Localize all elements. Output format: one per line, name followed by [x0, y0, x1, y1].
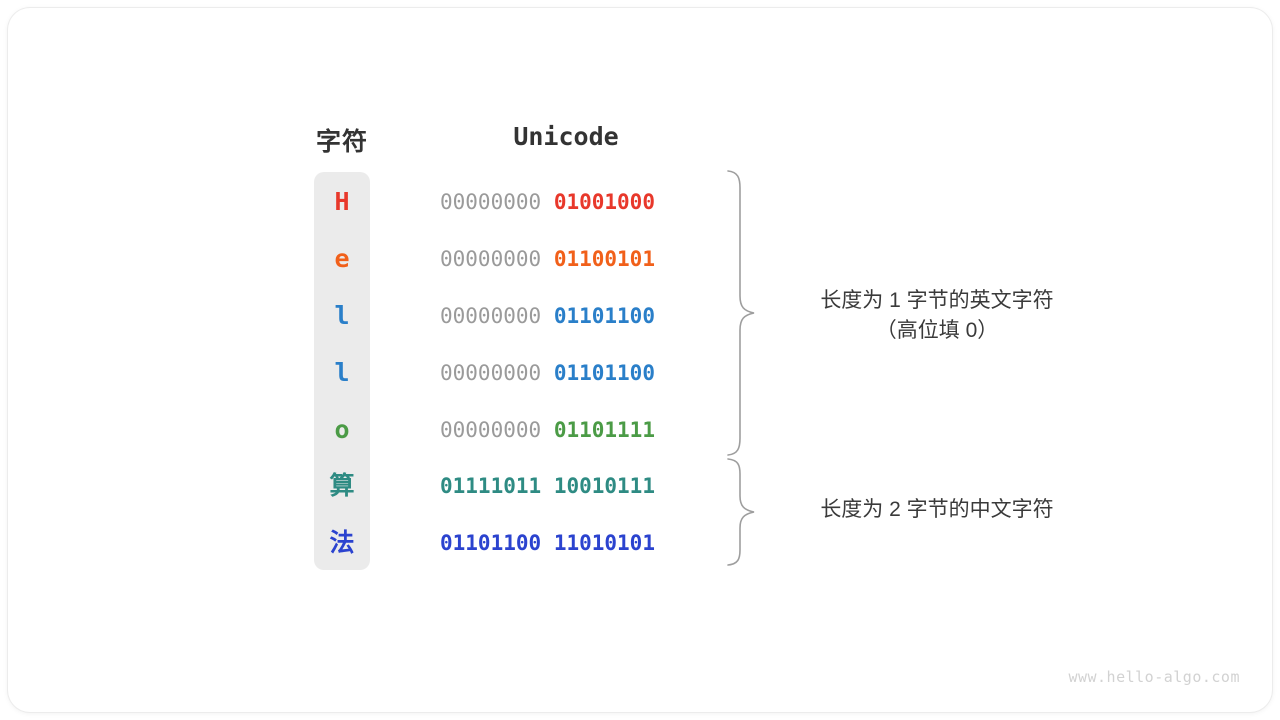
table-row: e 00000000 01100101 [8, 243, 1272, 275]
unicode-bits-cell: 00000000 01100101 [440, 243, 692, 275]
figure-card: 字符 Unicode H 00000000 01001000 e 00000000 0… [8, 8, 1272, 712]
annotation-cjk-group: 长度为 2 字节的中文字符 [820, 498, 1054, 521]
character-cell: l [334, 301, 350, 330]
table-row: H 00000000 01001000 [8, 186, 1272, 218]
low-byte: 10010111 [553, 474, 655, 498]
low-byte: 11010101 [553, 531, 655, 555]
character-cell: o [334, 415, 350, 444]
low-byte: 01101111 [553, 418, 655, 442]
character-cell: 算 [329, 472, 355, 500]
brace-ascii-group [727, 170, 755, 456]
unicode-bits-cell: 00000000 01101100 [440, 357, 692, 389]
table-row: 法 01101100 11010101 [8, 527, 1272, 559]
high-byte: 00000000 [440, 418, 542, 442]
character-column-strip [314, 172, 370, 570]
high-byte: 00000000 [440, 304, 542, 328]
annotation-ascii-group: 长度为 1 字节的英文字符 （高位填 0） [820, 289, 1054, 342]
low-byte: 01101100 [553, 304, 655, 328]
character-cell: 法 [329, 529, 355, 557]
high-byte: 01111011 [440, 474, 542, 498]
high-byte: 00000000 [440, 361, 542, 385]
character-cell: l [334, 358, 350, 387]
unicode-bits-cell: 00000000 01001000 [440, 186, 692, 218]
column-header-character: 字符 [315, 128, 368, 156]
table-row: o 00000000 01101111 [8, 414, 1272, 446]
table-row: 算 01111011 10010111 [8, 470, 1272, 502]
unicode-bits-cell: 01101100 11010101 [440, 527, 692, 559]
high-byte: 01101100 [440, 531, 542, 555]
unicode-bits-cell: 01111011 10010111 [440, 470, 692, 502]
table-row: l 00000000 01101100 [8, 357, 1272, 389]
unicode-bits-cell: 00000000 01101100 [440, 300, 692, 332]
unicode-bits-cell: 00000000 01101111 [440, 414, 692, 446]
character-cell: e [334, 244, 350, 273]
low-byte: 01100101 [553, 247, 655, 271]
high-byte: 00000000 [440, 190, 542, 214]
character-cell: H [334, 187, 350, 216]
high-byte: 00000000 [440, 247, 542, 271]
low-byte: 01001000 [553, 190, 655, 214]
column-header-unicode: Unicode [513, 122, 619, 151]
low-byte: 01101100 [553, 361, 655, 385]
brace-cjk-group [727, 458, 755, 566]
table-row: l 00000000 01101100 [8, 300, 1272, 332]
watermark: www.hello-algo.com [1068, 668, 1240, 686]
